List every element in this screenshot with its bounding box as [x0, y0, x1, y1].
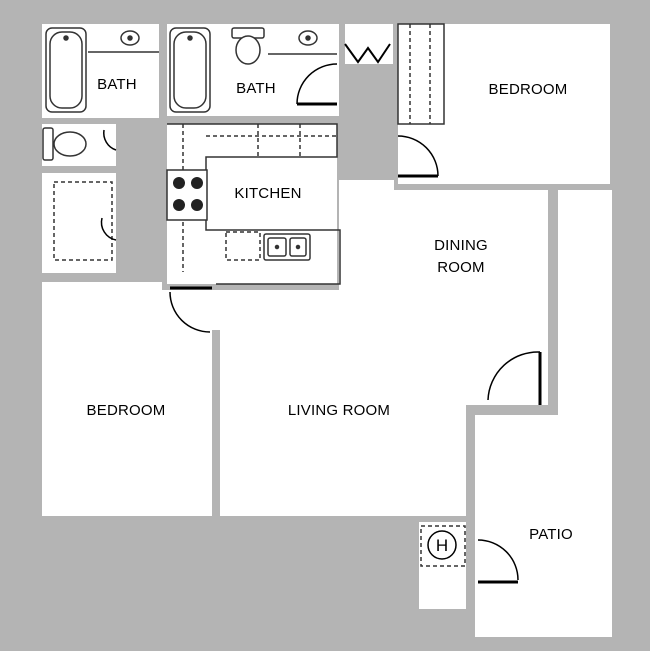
- toilet-left-icon: [42, 127, 87, 161]
- doors: [100, 63, 542, 584]
- room-label-patio: PATIO: [529, 526, 573, 543]
- room-label-bath-left: BATH: [97, 76, 137, 93]
- stove-icon: [166, 169, 208, 221]
- door-bedroom-left: [169, 291, 211, 333]
- closet-bifold-door: [344, 43, 391, 64]
- room-label-bedroom-left: BEDROOM: [86, 402, 166, 419]
- door-bedroom-top-right: [397, 135, 439, 177]
- bathtub-left-icon: [45, 27, 87, 113]
- toilet-center-icon: [231, 27, 265, 65]
- door-heater-closet: [477, 539, 519, 581]
- floor-patio: [475, 190, 612, 637]
- floor-closet: [343, 24, 393, 64]
- room-label-bedroom-top-right: BEDROOM: [488, 81, 568, 98]
- door-patio: [487, 351, 541, 401]
- wardrobe-top-right: [397, 23, 445, 125]
- kitchen-island-dashed: [225, 231, 261, 261]
- vanity-left-icon: [88, 30, 159, 53]
- shower-dashed-outline: [53, 181, 113, 261]
- water-heater-icon: H: [420, 525, 466, 567]
- room-label-dining-line1: DINING: [434, 237, 488, 254]
- door-toilet-closet: [103, 129, 117, 151]
- door-bath-center: [296, 63, 338, 105]
- vanity-center-icon: [268, 30, 337, 55]
- room-label-kitchen: KITCHEN: [234, 185, 302, 202]
- walls: [42, 18, 612, 610]
- room-label-living-room: LIVING ROOM: [287, 402, 391, 419]
- door-tub-closet: [100, 217, 117, 241]
- water-heater-symbol: H: [436, 536, 448, 555]
- room-label-bath-center: BATH: [236, 80, 276, 97]
- kitchen-sink-icon: [263, 233, 311, 261]
- floor-tub-closet: [42, 173, 120, 273]
- bathtub-center-icon: [169, 27, 211, 113]
- room-label-dining-line2: ROOM: [437, 259, 485, 276]
- floor-main-area: [42, 180, 548, 516]
